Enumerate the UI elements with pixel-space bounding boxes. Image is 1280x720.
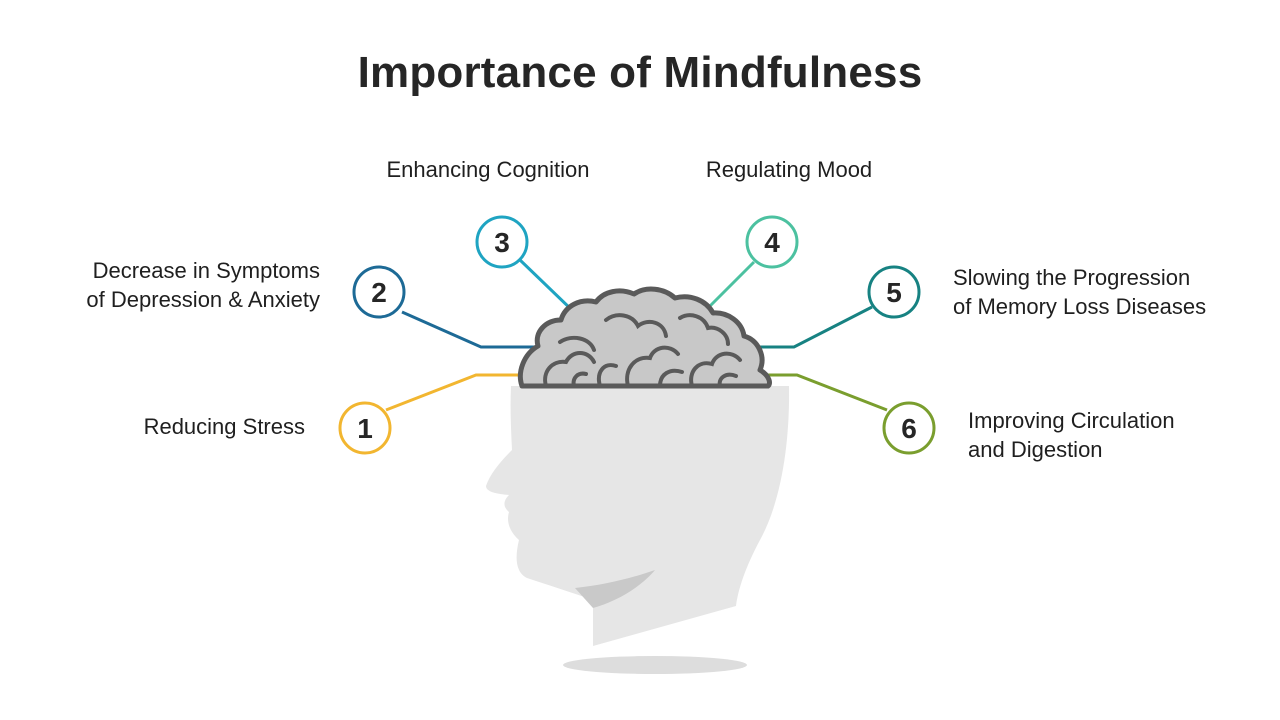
number-circle-3 [475,215,529,269]
label-3: Enhancing Cognition [362,155,614,184]
brain-fold-5 [625,345,680,388]
brain-fold-9 [717,372,738,388]
number-label-1: 1 [357,413,373,444]
number-circle-5 [867,265,921,319]
number-circle-2 [352,265,406,319]
brain-fold-10 [571,371,588,388]
connector-3 [518,258,577,315]
label-2-line-1: Decrease in Symptoms [92,258,320,283]
label-6: Improving Circulation and Digestion [968,406,1175,464]
label-4: Regulating Mood [680,155,898,184]
label-1: Reducing Stress [144,412,305,441]
brain-icon [517,286,772,389]
label-5: Slowing the Progression of Memory Loss D… [953,263,1206,321]
head-jaw-shadow [575,570,655,608]
label-5-line-2: of Memory Loss Diseases [953,294,1207,319]
label-2: Decrease in Symptoms of Depression & Anx… [86,256,320,314]
connector-6 [766,373,888,412]
label-6-line-2: and Digestion [968,437,1103,462]
connector-lines [385,258,888,412]
number-label-5: 5 [886,277,902,308]
label-2-line-2: of Depression & Anxiety [86,287,320,312]
number-circle-4 [745,215,799,269]
label-1-line-1: Reducing Stress [143,414,305,439]
connector-1 [385,373,526,412]
number-label-6: 6 [901,413,917,444]
number-label-2: 2 [371,277,387,308]
head-silhouette [486,386,790,646]
number-label-3: 3 [494,227,510,258]
number-label-4: 4 [764,227,780,258]
brain-shape [517,286,772,389]
brain-fold-2 [558,335,596,352]
connector-5 [752,305,873,349]
brain-fold-8 [689,351,742,388]
number-circle-1 [338,401,392,455]
brain-fold-3 [597,363,618,388]
label-4-line-1: Regulating Mood [705,157,873,182]
brain-fold-1 [543,351,596,388]
ground-shadow [563,656,747,674]
label-3-line-1: Enhancing Cognition [386,157,590,182]
number-circle-6 [882,401,936,455]
brain-fold-7 [678,313,730,346]
brain-fold-6 [658,368,684,388]
number-circles: 1 2 3 4 5 6 [338,215,936,455]
page-title: Importance of Mindfulness [357,48,923,97]
connector-4 [701,260,756,315]
label-5-line-1: Slowing the Progression [953,265,1191,290]
label-6-line-1: Improving Circulation [968,408,1175,433]
connector-2 [401,310,538,349]
brain-fold-4 [604,313,668,338]
